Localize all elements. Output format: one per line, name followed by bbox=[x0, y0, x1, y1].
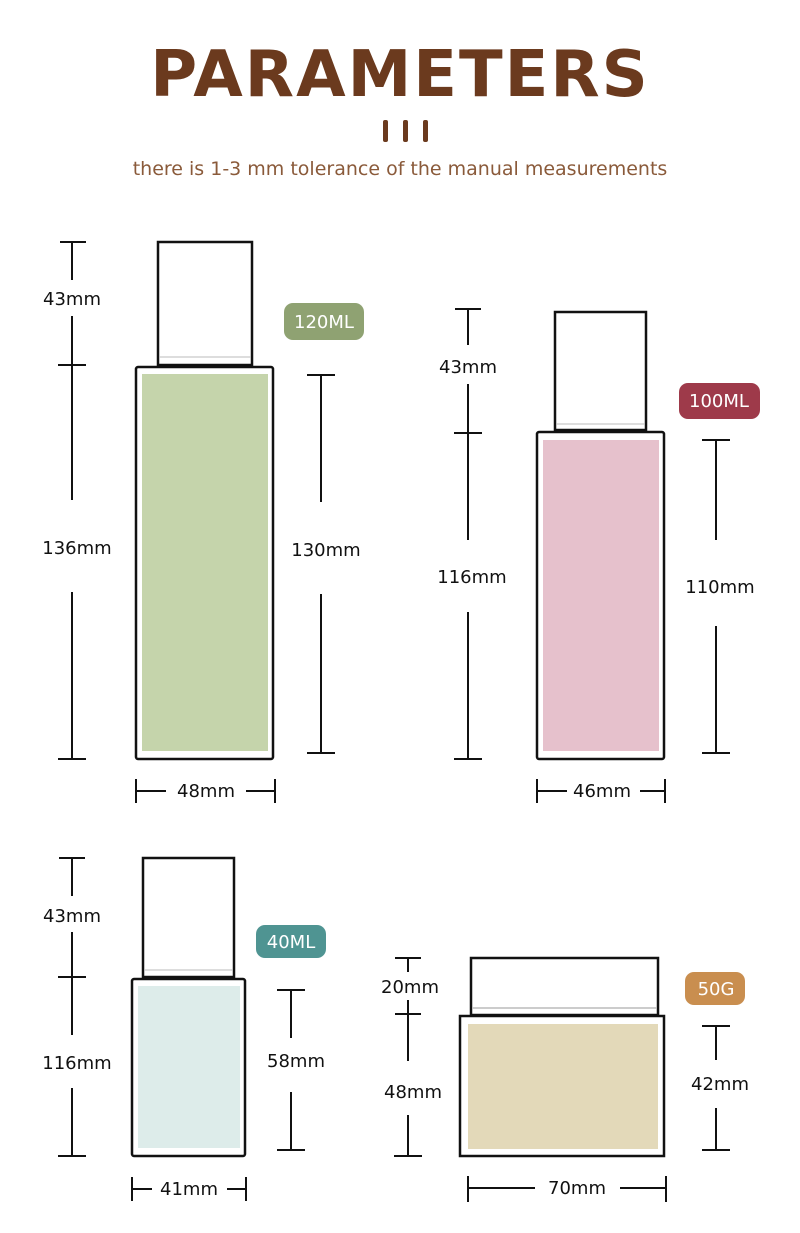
bottle-fill bbox=[142, 374, 268, 751]
capacity-label: 40ML bbox=[267, 932, 315, 953]
jar-fill bbox=[468, 1024, 658, 1149]
tolerance-note: there is 1-3 mm tolerance of the manual … bbox=[132, 158, 668, 180]
body-height-label: 58mm bbox=[267, 1051, 325, 1072]
width-label: 41mm bbox=[160, 1179, 218, 1200]
page-title: PARAMETERS bbox=[150, 38, 650, 112]
bottle-body bbox=[134, 365, 275, 761]
capacity-label: 50G bbox=[698, 979, 735, 1000]
cap-height-label: 43mm bbox=[43, 289, 101, 310]
total-height-label: 116mm bbox=[437, 567, 506, 588]
body-height-label: 42mm bbox=[691, 1074, 749, 1095]
dimension-lines bbox=[58, 857, 305, 1201]
total-height-label: 48mm bbox=[384, 1082, 442, 1103]
capacity-badge bbox=[284, 303, 364, 340]
cap-height-label: 43mm bbox=[439, 357, 497, 378]
capacity-badge bbox=[679, 383, 760, 419]
width-label: 46mm bbox=[573, 781, 631, 802]
product-120ml: 43mm 136mm 130mm 48mm 120ML bbox=[42, 240, 364, 803]
divider-bars bbox=[383, 120, 429, 142]
bottle-fill bbox=[138, 986, 240, 1148]
capacity-label: 100ML bbox=[689, 391, 749, 412]
capacity-label: 120ML bbox=[294, 312, 354, 333]
product-40ml: 43mm 116mm 58mm 41mm 40ML bbox=[42, 856, 326, 1201]
cap bbox=[156, 240, 254, 367]
bottle-body bbox=[535, 430, 666, 761]
bottle-body bbox=[130, 977, 247, 1158]
width-label: 48mm bbox=[177, 781, 235, 802]
product-50g-jar: 20mm 48mm 42mm 70mm 50G bbox=[381, 956, 749, 1202]
bottle-fill bbox=[543, 440, 659, 751]
capacity-badge bbox=[256, 925, 326, 958]
body-height-label: 110mm bbox=[685, 577, 754, 598]
capacity-badge bbox=[685, 972, 745, 1005]
lid-height-label: 20mm bbox=[381, 977, 439, 998]
cap bbox=[553, 310, 648, 432]
total-height-label: 136mm bbox=[42, 538, 111, 559]
cap bbox=[141, 856, 236, 979]
dimension-lines bbox=[394, 957, 730, 1202]
width-label: 70mm bbox=[548, 1178, 606, 1199]
body-height-label: 130mm bbox=[291, 540, 360, 561]
product-100ml: 43mm 116mm 110mm 46mm 100ML bbox=[437, 308, 760, 803]
dimension-lines bbox=[58, 241, 335, 803]
jar-body bbox=[458, 1014, 666, 1158]
total-height-label: 116mm bbox=[42, 1053, 111, 1074]
lid bbox=[469, 956, 660, 1017]
cap-height-label: 43mm bbox=[43, 906, 101, 927]
dimension-lines bbox=[454, 308, 730, 803]
